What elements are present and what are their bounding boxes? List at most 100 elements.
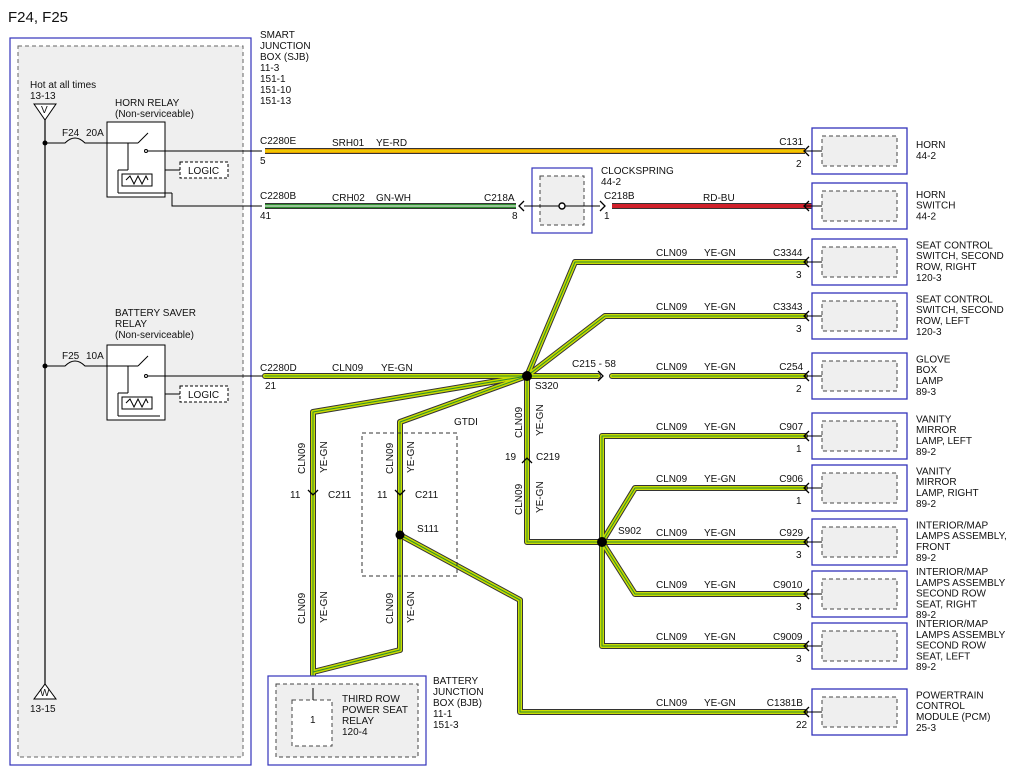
component-connector: C1381B [767,698,803,709]
connector-c2280d-pin: 21 [265,381,277,392]
v-terminal-letter: V [41,105,48,116]
third-row-label: RELAY [342,716,374,727]
component-connector: C131 [779,137,803,148]
sjb-label: SMART JUNCTION BOX (SJB) 11-3 151-1 151-… [260,30,311,107]
color-ye-rd: YE-RD [376,138,407,149]
component-connector: C9010 [773,580,803,591]
connector-arrow-icon [521,457,533,464]
clockspring-inner [539,175,585,226]
w-terminal-icon [33,683,57,700]
bjb-label: BOX (BJB) [433,698,482,709]
sjb-label-line: 151-1 [260,74,286,85]
component-label: SECOND ROW [916,641,987,652]
component-label: LAMP, RIGHT [916,488,979,499]
connector-c219: C219 [536,452,560,463]
component-label: LAMPS ASSEMBLY [916,578,1006,589]
color-ye-gn: YE-GN [319,591,330,623]
connector-c215: C215 - 58 [572,359,616,370]
connector-c2280d: C2280D [260,363,297,374]
clockspring-icon [558,202,566,210]
circuit-cln09: CLN09 [656,632,688,643]
third-row-label: THIRD ROW [342,694,400,705]
component-label: SWITCH, SECOND [916,251,1004,262]
circuit-cln09: CLN09 [656,580,688,591]
circuit-cln09: CLN09 [656,302,688,313]
component-label: LAMPS ASSEMBLY, [916,531,1007,542]
circuit-cln09: CLN09 [297,442,308,474]
component-label: 89-2 [916,447,936,458]
component-pin: 3 [796,602,802,613]
component-connector: C929 [779,528,803,539]
connector-c218a-pin: 8 [512,211,518,222]
color-ye-gn: YE-GN [704,474,736,485]
component-label: VANITY [916,414,952,425]
third-row-ref: 120-4 [342,727,368,738]
component-label: MIRROR [916,477,957,488]
component-connector: C254 [779,362,803,373]
connector-c2280e: C2280E [260,136,296,147]
color-ye-gn: YE-GN [319,441,330,473]
component-inner [821,578,898,610]
component-label: 89-2 [916,610,936,621]
color-ye-gn: YE-GN [535,481,546,513]
component-inner [821,246,898,278]
component-pin: 3 [796,270,802,281]
component-inner [821,630,898,662]
horn-switch-wire [171,193,262,207]
component-label: INTERIOR/MAP [916,619,989,630]
hot-ref-top: 13-13 [30,91,56,102]
connector-c218a: C218A [484,193,515,204]
splice-s111-label: S111 [417,524,439,535]
circuit-srh01: SRH01 [332,138,365,149]
circuit-cln09: CLN09 [656,362,688,373]
component-inner [821,300,898,332]
saver-relay-label: (Non-serviceable) [115,330,194,341]
fuse-f25-amps: 10A [86,351,104,362]
sjb-label-line: SMART [260,30,295,41]
component-inner [821,135,898,167]
splice-s902-label: S902 [618,526,642,537]
component-label: 44-2 [916,211,936,222]
clockspring-ref: 44-2 [601,177,621,188]
hot-ref-bottom: 13-15 [30,704,56,715]
saver-relay-label: RELAY [115,319,147,330]
clockspring-label: CLOCKSPRING [601,166,674,177]
color-ye-gn: YE-GN [381,363,413,374]
color-ye-gn: YE-GN [704,528,736,539]
component-label: 120-3 [916,327,942,338]
component-label: SWITCH, SECOND [916,305,1004,316]
connector-arrow-icon [307,489,319,496]
component-label: VANITY [916,466,952,477]
component-label: FRONT [916,542,950,553]
component-inner [821,472,898,504]
component-connector: C3344 [773,248,803,259]
connector-c218b-pin: 1 [604,211,610,222]
color-ye-gn: YE-GN [704,248,736,259]
component-label: MIRROR [916,425,957,436]
fuse-f24-icon [45,137,104,144]
splice-s902 [597,537,607,547]
fuse-f24-amps: 20A [86,128,104,139]
component-pin: 3 [796,550,802,561]
fuse-f25-label: F25 [62,351,80,362]
component-connector: C907 [779,422,803,433]
component-pin: 22 [796,720,808,731]
component-pin: 3 [796,324,802,335]
component-label: 25-3 [916,723,936,734]
component-pin: 1 [796,444,802,455]
color-ye-gn: YE-GN [704,580,736,591]
circuit-cln09: CLN09 [297,592,308,624]
circuit-cln09: CLN09 [656,528,688,539]
circuit-cln09: CLN09 [656,474,688,485]
component-connector: C3343 [773,302,803,313]
bjb-label: BATTERY [433,676,479,687]
component-label: INTERIOR/MAP [916,520,989,531]
bjb-label: JUNCTION [433,687,484,698]
component-label: 44-2 [916,151,936,162]
connector-arrow-icon [599,200,606,212]
component-pin: 2 [796,384,802,395]
w-terminal-letter: W [40,688,50,699]
component-inner [821,526,898,558]
connector-c218b: C218B [604,191,635,202]
